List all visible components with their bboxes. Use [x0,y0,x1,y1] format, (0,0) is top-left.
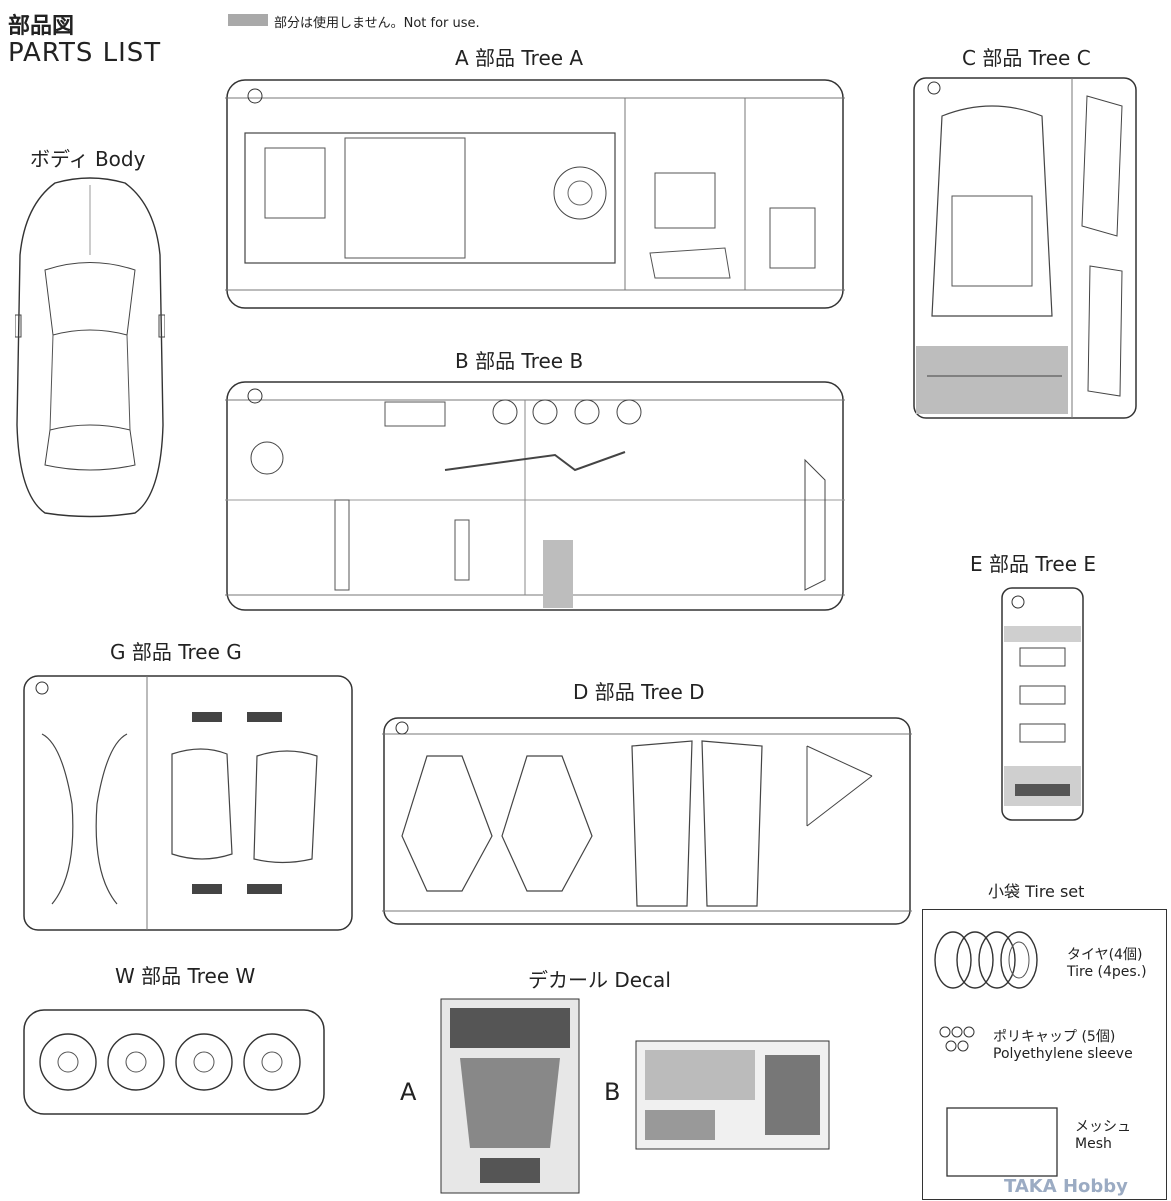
tree-c-label: C 部品 Tree C [962,46,1091,70]
decal-sheet-b [635,1040,830,1150]
parts-diagram-title-jp: 部品図 [8,14,75,39]
tree-a-panel [225,78,845,310]
not-for-use-note: 部分は使用しません。Not for use. [274,16,480,31]
tree-e-label: E 部品 Tree E [970,552,1097,576]
tree-g-panel [22,674,354,932]
parts-list-title: PARTS LIST [8,38,162,68]
tire-set-title: 小袋 Tire set [988,882,1085,901]
tree-w-label: W 部品 Tree W [115,964,256,988]
tire-label-en: Tire (4pes.) [1067,964,1147,980]
tree-c-panel [912,76,1138,420]
mesh-label-en: Mesh [1075,1136,1112,1152]
body-drawing [15,175,165,520]
mesh-label-jp: メッシュ [1075,1119,1131,1135]
sleeve-label-jp: ポリキャップ (5個) [993,1029,1116,1045]
tree-d-label: D 部品 Tree D [573,680,705,704]
tire-label-jp: タイヤ(4個) [1067,947,1143,963]
decal-title: デカール Decal [528,968,671,992]
tree-w-panel [22,1008,326,1116]
decal-a-letter: A [400,1078,417,1106]
tree-e-panel [1000,586,1085,822]
tire-set-box: タイヤ(4個) Tire (4pes.) ポリキャップ (5個) Polyeth… [922,909,1167,1200]
body-label: ボディ Body [30,147,146,171]
tree-a-label: A 部品 Tree A [455,46,584,70]
watermark: TAKA Hobby [1004,1176,1128,1197]
tree-b-panel [225,380,845,612]
decal-b-letter: B [604,1078,621,1106]
tree-d-panel [382,716,912,926]
tree-g-label: G 部品 Tree G [110,640,242,664]
tree-b-label: B 部品 Tree B [455,349,584,373]
not-for-use-swatch [228,14,268,26]
sleeve-label-en: Polyethylene sleeve [993,1046,1133,1062]
decal-sheet-a [440,998,580,1194]
